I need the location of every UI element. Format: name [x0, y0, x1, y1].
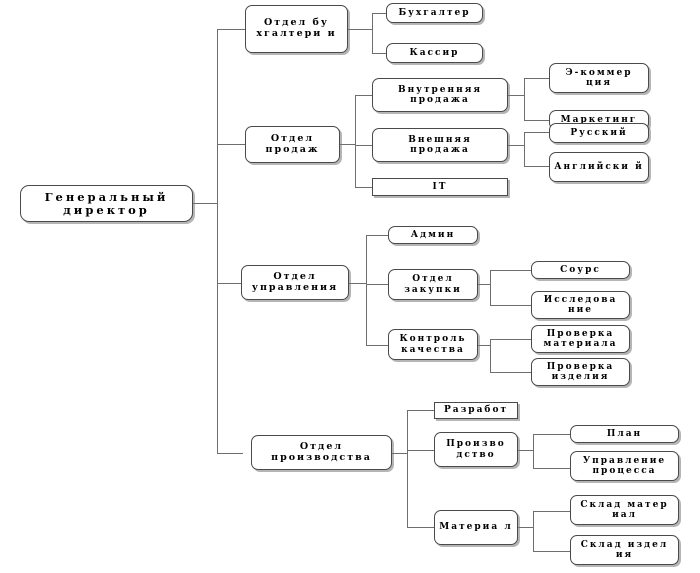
connector-material-out: [518, 527, 534, 528]
connector-to-english: [524, 166, 549, 167]
connector-internal-sales-out: [508, 95, 525, 96]
connector-accounting-out: [348, 29, 373, 30]
node-source[interactable]: Соурс: [531, 261, 630, 279]
connector-to-production: [407, 450, 435, 451]
connector-main-spine: [217, 29, 218, 454]
connector-to-source: [490, 270, 531, 271]
node-sales[interactable]: Отдел продаж: [245, 126, 340, 163]
connector-to-material: [407, 527, 435, 528]
node-admin[interactable]: Админ: [388, 226, 478, 244]
connector-purchasing-out: [478, 284, 491, 285]
connector-external-sales-out: [508, 145, 525, 146]
node-plan[interactable]: План: [570, 425, 679, 443]
node-ecommerce[interactable]: Э-коммер ция: [549, 63, 649, 93]
node-russian[interactable]: Русский: [549, 123, 649, 143]
node-material-check[interactable]: Проверка материала: [531, 325, 630, 353]
connector-production-out: [518, 450, 534, 451]
connector-internal-sales-spine: [524, 78, 525, 121]
connector-root-out: [193, 203, 218, 204]
connector-to-it: [355, 187, 372, 188]
connector-to-ecommerce: [524, 78, 549, 79]
node-management[interactable]: Отдел управления: [241, 265, 349, 300]
node-process-control[interactable]: Управление процесса: [570, 451, 679, 481]
connector-to-marketing: [524, 120, 549, 121]
connector-to-quality-control: [366, 345, 388, 346]
connector-to-purchasing: [366, 284, 388, 285]
connector-material-children-spine: [533, 511, 534, 551]
connector-management-out: [349, 283, 367, 284]
node-material-warehouse[interactable]: Склад матер иал: [570, 495, 679, 525]
connector-quality-spine: [490, 339, 491, 372]
node-cashier[interactable]: Кассир: [386, 43, 483, 63]
connector-quality-control-out: [478, 345, 491, 346]
connector-to-management: [217, 283, 243, 284]
node-production-dept[interactable]: Отдел производства: [251, 435, 392, 470]
node-internal-sales[interactable]: Внутренняя продажа: [372, 78, 508, 112]
connector-to-internal-sales: [355, 95, 372, 96]
connector-to-research: [490, 305, 531, 306]
connector-to-cashier: [372, 53, 386, 54]
connector-to-external-sales: [355, 145, 372, 146]
node-production[interactable]: Произво дство: [434, 432, 518, 467]
node-it[interactable]: IT: [372, 178, 508, 196]
connector-to-product-warehouse: [533, 551, 570, 552]
connector-to-product-check: [490, 372, 531, 373]
node-purchasing[interactable]: Отдел закупки: [388, 269, 478, 300]
node-material[interactable]: Материа л: [434, 510, 518, 545]
connector-production-children-spine: [533, 434, 534, 468]
connector-external-sales-spine: [524, 132, 525, 166]
node-research[interactable]: Исследова ние: [531, 291, 630, 319]
connector-production-spine: [407, 410, 408, 527]
connector-to-development: [407, 410, 435, 411]
node-product-warehouse[interactable]: Склад издел ия: [570, 535, 679, 565]
connector-accounting-spine: [372, 13, 373, 53]
connector-production-dept-out: [392, 453, 408, 454]
node-external-sales[interactable]: Внешняя продажа: [372, 128, 508, 162]
node-english[interactable]: Английски й: [549, 152, 649, 182]
connector-sales-out: [340, 144, 356, 145]
connector-to-russian: [524, 132, 549, 133]
connector-to-plan: [533, 434, 570, 435]
connector-to-material-check: [490, 339, 531, 340]
node-root[interactable]: Генеральный директор: [20, 185, 193, 222]
node-accountant[interactable]: Бухгалтер: [386, 3, 483, 23]
connector-to-process-control: [533, 468, 570, 469]
connector-to-accountant: [372, 13, 386, 14]
node-development[interactable]: Разработ: [434, 402, 518, 419]
connector-sales-spine: [355, 95, 356, 187]
connector-to-admin: [366, 235, 388, 236]
connector-to-sales: [217, 144, 245, 145]
connector-to-production-dept: [217, 453, 243, 454]
node-quality-control[interactable]: Контроль качества: [388, 329, 478, 360]
node-product-check[interactable]: Проверка изделия: [531, 358, 630, 386]
connector-to-material-warehouse: [533, 511, 570, 512]
connector-management-spine: [366, 235, 367, 345]
connector-purchasing-spine: [490, 270, 491, 305]
node-accounting[interactable]: Отдел бу хгалтери и: [245, 5, 348, 53]
connector-to-accounting: [217, 29, 245, 30]
